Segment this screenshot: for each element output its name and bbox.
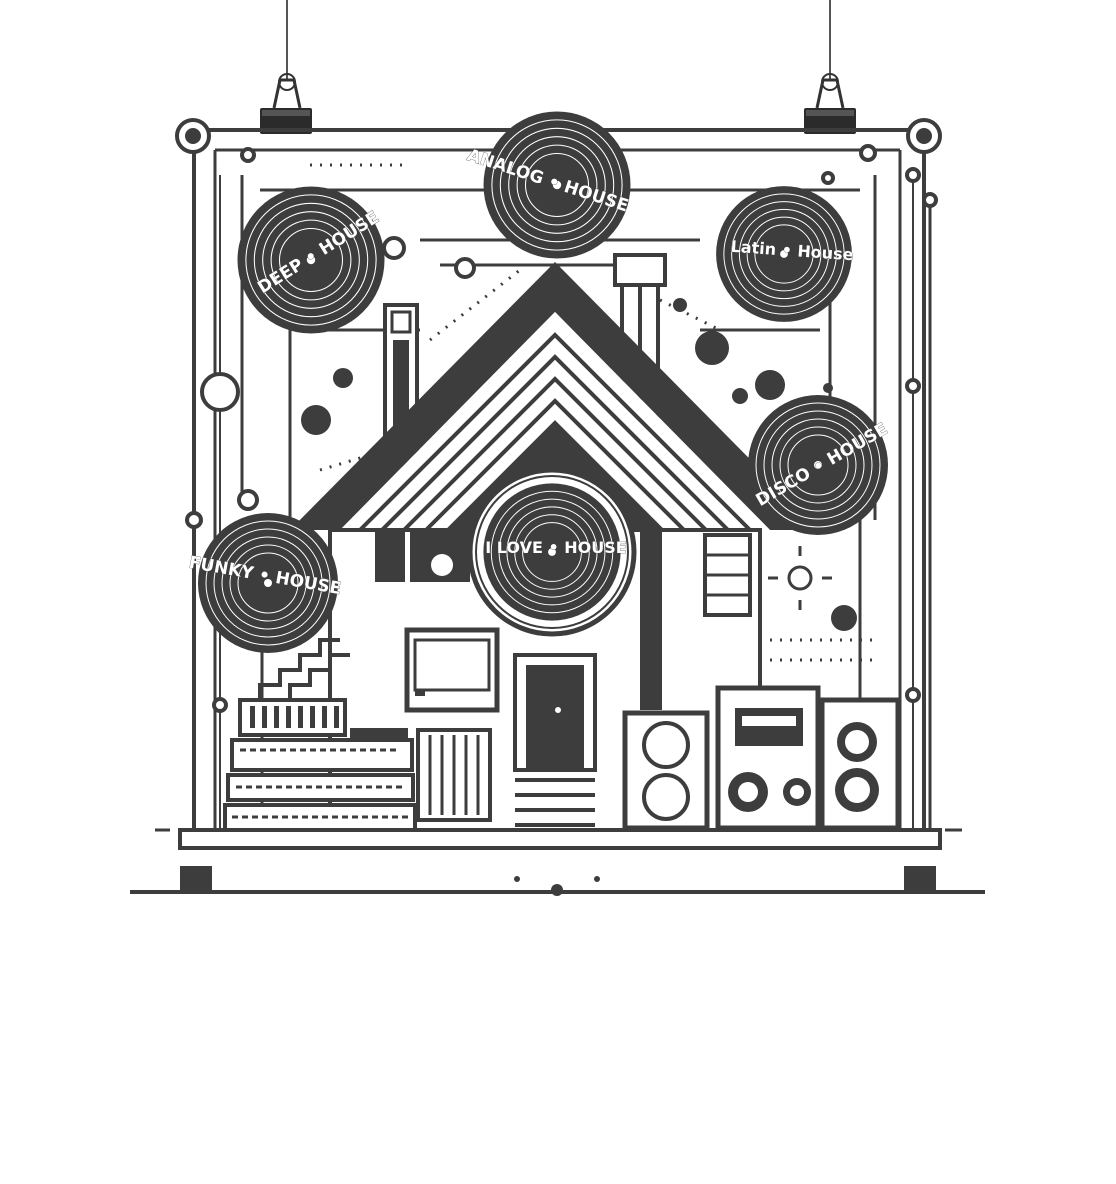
record-disco-house: DISCO • HOUSE xyxy=(747,394,892,536)
record-funky-house: FUNKY • HOUSE xyxy=(187,512,343,654)
binder-clip-right xyxy=(804,73,856,134)
boombox xyxy=(715,685,821,831)
base-platform xyxy=(130,828,985,896)
record-deep-house: DEEP • HOUSE xyxy=(236,185,386,335)
window xyxy=(404,627,500,713)
record-i-love-house: I LOVE • HOUSE xyxy=(482,482,627,622)
record-analog-house: ANALOG • HOUSE xyxy=(464,110,631,260)
sun-icon xyxy=(768,546,832,610)
record-label: I LOVE • HOUSE xyxy=(485,538,626,557)
synth-stack xyxy=(223,698,417,832)
speaker-right xyxy=(819,697,901,831)
decorative-dots xyxy=(301,298,857,631)
grille-panel xyxy=(416,728,492,822)
dotted-accents xyxy=(310,163,880,662)
front-door xyxy=(513,653,597,827)
speaker-left xyxy=(622,710,710,831)
frame-rings xyxy=(175,118,942,713)
circuit-frame xyxy=(192,128,932,832)
hanging-strings xyxy=(286,0,831,80)
record-latin-house: Latin • House xyxy=(715,185,855,323)
binder-clip-left xyxy=(260,73,312,134)
